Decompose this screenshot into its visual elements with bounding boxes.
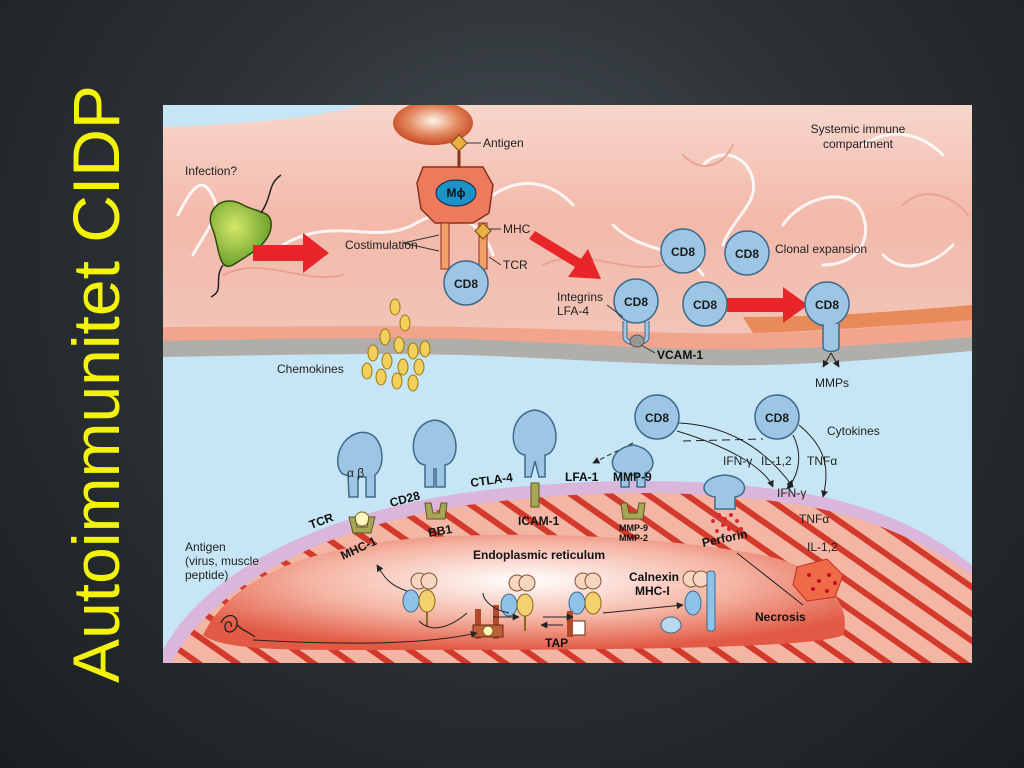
il12b-label: IL-1,2	[807, 540, 838, 554]
bacterium	[209, 174, 282, 298]
mhc-label: MHC	[503, 222, 531, 236]
vcam-label: VCAM-1	[657, 348, 703, 362]
necrosis-label: Necrosis	[755, 610, 806, 624]
cd8-label: CD8	[624, 295, 648, 309]
arrow-migration	[727, 287, 808, 323]
integrins-label-2: LFA-4	[557, 304, 589, 318]
vessel-lining	[163, 319, 972, 352]
necrosis-dots	[807, 573, 837, 593]
ctla4-label: CTLA-4	[469, 470, 514, 490]
tap-label: TAP	[545, 636, 568, 650]
bb1-label: BB1	[427, 522, 453, 540]
er-label: Endoplasmic reticulum	[473, 548, 605, 562]
endoplasmic-reticulum	[203, 534, 845, 650]
free-protein	[660, 616, 682, 634]
red-blood-cell	[393, 105, 473, 145]
vessel-stripe	[743, 305, 972, 333]
cd8-label: CD8	[454, 277, 478, 291]
arrow-infection	[253, 233, 329, 273]
cd8-effector-2	[754, 394, 800, 440]
costimulation-label: Costimulation	[345, 238, 418, 252]
slide-title: Autoimmunitet CIDP	[59, 85, 133, 683]
tap-transporter	[472, 605, 586, 639]
cd8-effector-1	[634, 394, 680, 440]
tcr-label: TCR	[503, 258, 528, 272]
antigen-peptide	[220, 614, 256, 638]
ctla4-receptor	[512, 409, 557, 508]
antigen-bottom-1: Antigen	[185, 540, 226, 554]
mmp9-label: MMP-9	[613, 470, 652, 484]
cd8-clone-1	[660, 228, 706, 274]
cd8-label: CD8	[671, 245, 695, 259]
cd8-label: CD8	[765, 411, 789, 425]
cd28-receptor	[412, 419, 457, 520]
mmp9-receptor	[611, 444, 654, 520]
mmp9b-label: MMP-9	[619, 523, 648, 533]
icam1-label: ICAM-1	[518, 514, 560, 528]
antigen-top-label: Antigen	[483, 136, 524, 150]
vessel-wall	[163, 105, 972, 337]
fibres-pink	[222, 144, 969, 279]
mmp2-label: MMP-2	[619, 533, 648, 543]
il12-label: IL-1,2	[761, 454, 792, 468]
integrins-label-1: Integrins	[557, 290, 603, 304]
pathway-arrows	[252, 564, 684, 644]
cd8-cell-presenting	[443, 260, 489, 306]
calnexin-label-2: MHC-I	[635, 584, 670, 598]
mhc1-complex-2	[500, 574, 536, 631]
systemic-label-2: compartment	[823, 137, 894, 151]
macrophage: Mϕ	[416, 166, 494, 224]
vcam-molecule	[629, 334, 645, 348]
mhc1-complex-1	[402, 572, 438, 627]
mphi-label: Mϕ	[447, 186, 466, 200]
basement-membrane	[163, 337, 972, 366]
cidp-diagram: Systemic immune compartment Infection? M…	[163, 105, 972, 663]
antigen-bottom-3: peptide)	[185, 568, 228, 582]
cd8-label: CD8	[693, 298, 717, 312]
alpha-beta-label: α β	[347, 466, 364, 480]
chemokines-label: Chemokines	[277, 362, 344, 376]
cd8-label: CD8	[645, 411, 669, 425]
arrow-activation	[529, 231, 601, 279]
clonal-expansion-label: Clonal expansion	[775, 242, 867, 256]
cd8-clone-2	[724, 230, 770, 276]
calnexin-label-1: Calnexin	[629, 570, 679, 584]
infection-label: Infection?	[185, 164, 237, 178]
systemic-label-1: Systemic immune	[811, 122, 906, 136]
tnf-alpha2-label: TNFα	[799, 512, 829, 526]
calnexin-complex	[682, 570, 716, 632]
cd8-integrin-cell	[613, 278, 659, 324]
tcr-receptor	[337, 431, 383, 534]
diagram-svg: Systemic immune compartment Infection? M…	[163, 105, 972, 663]
cd8-label: CD8	[815, 298, 839, 312]
ifn-gamma-label: IFN-γ	[723, 454, 752, 468]
mmps-label: MMPs	[815, 376, 849, 390]
tnf-alpha-label: TNFα	[807, 454, 837, 468]
mhc1-complex-3	[568, 572, 602, 615]
cd8-label: CD8	[735, 247, 759, 261]
lfa1-label: LFA-1	[565, 470, 599, 484]
cytokines-label: Cytokines	[827, 424, 880, 438]
ifn-gamma2-label: IFN-γ	[777, 486, 806, 500]
chemokine-cluster	[361, 298, 431, 392]
perforin-cell	[703, 474, 746, 533]
antigen-bottom-2: (virus, muscle	[185, 554, 259, 568]
